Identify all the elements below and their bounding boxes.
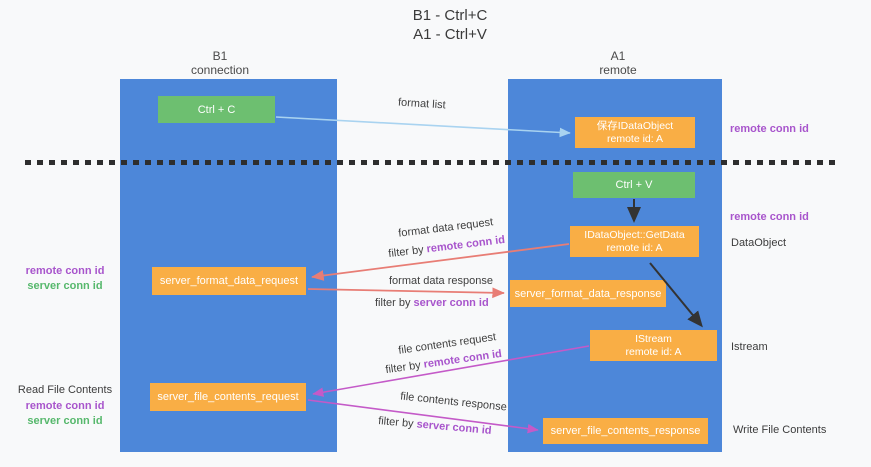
node-istream: IStream remote id: A xyxy=(590,330,717,361)
node-server-format-data-response: server_format_data_response xyxy=(510,280,666,307)
filter-remote-conn-id: remote conn id xyxy=(425,233,506,256)
node-idataobject-getdata: IDataObject::GetData remote id: A xyxy=(570,226,699,257)
node-istream-line1: IStream xyxy=(635,332,672,345)
diagram-title: B1 - Ctrl+C A1 - Ctrl+V xyxy=(370,6,530,44)
column-header-b1: B1 connection xyxy=(150,49,290,77)
node-server-format-data-request-label: server_format_data_request xyxy=(159,275,299,287)
annotation-conn-ids-format: remote conn id server conn id xyxy=(10,264,120,294)
arrow-format-data-response xyxy=(307,287,505,299)
edge-label-format-list: format list xyxy=(397,96,447,112)
annotation-server-conn-id-left2: server conn id xyxy=(27,415,103,427)
node-save-idataobject-line2: remote id: A xyxy=(606,132,664,145)
filter-by-text: filter by xyxy=(377,415,418,431)
annotation-remote-conn-id-left2: remote conn id xyxy=(25,400,105,412)
node-ctrl-c: Ctrl + C xyxy=(158,96,275,123)
node-istream-line2: remote id: A xyxy=(625,345,682,358)
annotation-read-file-contents: Read File Contents xyxy=(17,384,113,396)
node-server-file-contents-response: server_file_contents_response xyxy=(543,418,708,444)
annotation-remote-conn-id-top: remote conn id xyxy=(730,123,809,135)
annotation-dataobject: DataObject xyxy=(731,237,787,249)
node-server-format-data-request: server_format_data_request xyxy=(152,267,306,295)
column-a1-subtitle: remote xyxy=(599,63,637,77)
annotation-istream: Istream xyxy=(731,341,768,353)
annotation-remote-conn-id-mid: remote conn id xyxy=(730,211,809,223)
column-b1-name: B1 xyxy=(212,49,228,63)
node-server-file-contents-request-label: server_file_contents_request xyxy=(157,391,299,403)
node-ctrl-v-label: Ctrl + V xyxy=(615,179,653,191)
edge-label-filter-server-1: filter by server conn id xyxy=(375,297,489,309)
filter-by-text: filter by xyxy=(384,358,425,377)
node-ctrl-v: Ctrl + V xyxy=(573,172,695,198)
annotation-remote-conn-id-left1: remote conn id xyxy=(25,265,105,277)
annotation-write-file-contents: Write File Contents xyxy=(733,424,827,436)
column-b1-subtitle: connection xyxy=(190,63,250,77)
node-save-idataobject-line1: 保存IDataObject xyxy=(596,119,674,132)
node-idataobject-getdata-line1: IDataObject::GetData xyxy=(584,228,685,241)
title-line-2: A1 - Ctrl+V xyxy=(413,26,487,43)
edge-label-file-contents-response: file contents response xyxy=(399,390,508,414)
filter-server-conn-id: server conn id xyxy=(413,297,489,309)
node-server-file-contents-request: server_file_contents_request xyxy=(150,383,306,411)
node-ctrl-c-label: Ctrl + C xyxy=(197,103,236,116)
annotation-server-conn-id-left1: server conn id xyxy=(27,280,103,292)
filter-by-text: filter by xyxy=(375,297,414,309)
filter-server-conn-id: server conn id xyxy=(416,418,493,437)
column-header-a1: A1 remote xyxy=(548,49,688,77)
annotation-conn-ids-file: remote conn id server conn id xyxy=(10,399,120,429)
title-line-1: B1 - Ctrl+C xyxy=(412,7,488,24)
node-idataobject-getdata-line2: remote id: A xyxy=(606,241,663,254)
node-server-file-contents-response-label: server_file_contents_response xyxy=(550,425,701,437)
edge-label-format-data-response: format data response xyxy=(389,275,493,287)
filter-by-text: filter by xyxy=(387,243,428,261)
session-divider-dashed-line xyxy=(25,160,838,165)
node-save-idataobject: 保存IDataObject remote id: A xyxy=(575,117,695,148)
edge-label-filter-server-2: filter by server conn id xyxy=(378,415,492,437)
column-a1-name: A1 xyxy=(610,49,626,63)
node-server-format-data-response-label: server_format_data_response xyxy=(514,287,662,300)
